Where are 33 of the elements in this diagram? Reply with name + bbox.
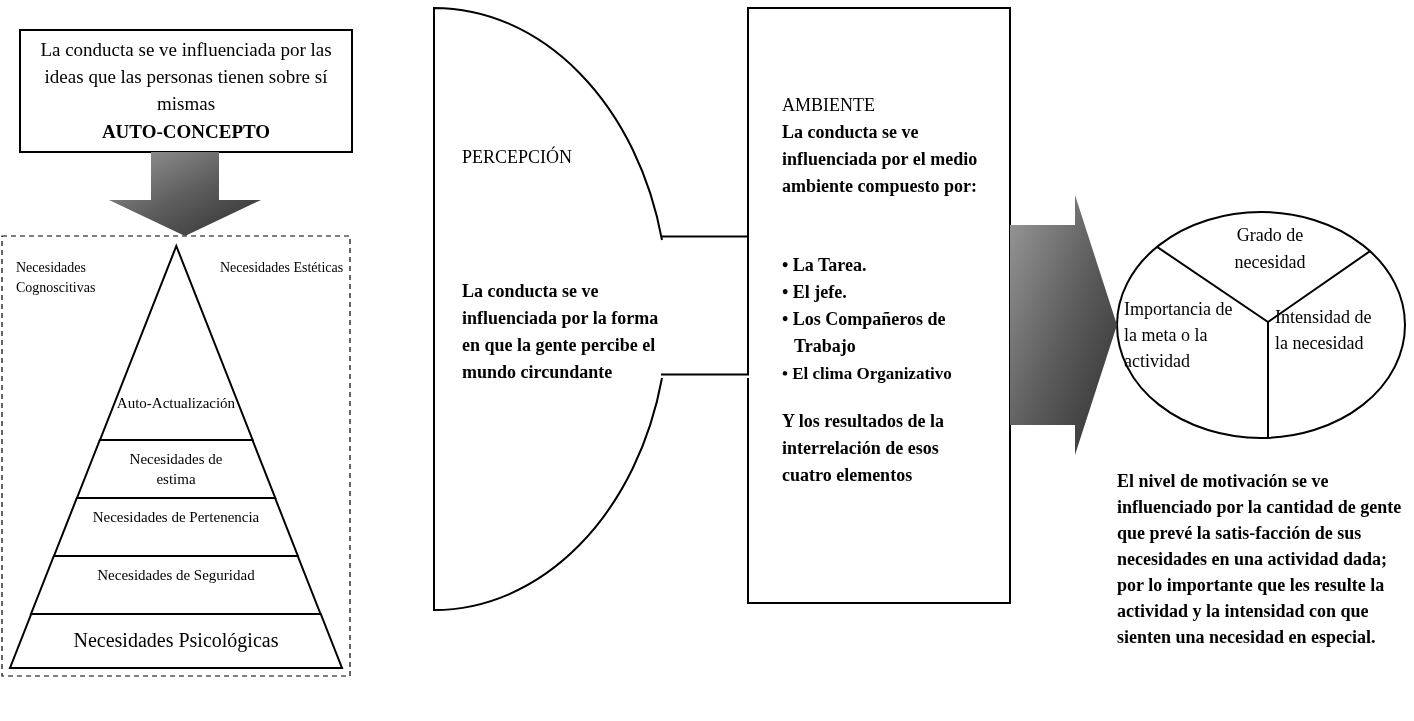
sector-label: Intensidad de la necesidad bbox=[1275, 306, 1373, 355]
block-arrow bbox=[1010, 195, 1117, 455]
level-label: Auto-Actualización bbox=[116, 394, 236, 413]
side-label: Necesidades Cognoscitivas bbox=[16, 259, 97, 297]
body-text: La conducta se ve influenciada por la forma en que la gente percibe el mundo circundante bbox=[462, 280, 660, 384]
caption-text: El nivel de motivación se ve influenciado por la cantidad de gente que prevé la satis-facción de sus necesidades en una actividad dada; por lo importante que les resulte la actividad y la intensidad con que sienten una necesidad en especial. bbox=[1117, 470, 1403, 649]
bullet-item: • El jefe. bbox=[782, 281, 848, 304]
connector-band bbox=[660, 235, 749, 376]
body-text: Y los resultados de la interrelación de esos cuatro elementos bbox=[782, 410, 946, 487]
text-box bbox=[748, 8, 1010, 603]
bullet-item: • Los Compañeros de Trabajo bbox=[782, 308, 947, 358]
pyramid-level bbox=[10, 614, 342, 668]
bullet-item: • El clima Organizativo bbox=[782, 363, 953, 385]
level-label: Necesidades de estima bbox=[128, 450, 224, 489]
dashed-frame bbox=[2, 236, 350, 676]
level-label: Necesidades de Seguridad bbox=[96, 566, 256, 585]
level-label: Necesidades Psicológicas bbox=[72, 628, 280, 652]
text-box bbox=[20, 30, 352, 152]
level-label: Necesidades de Pertenencia bbox=[91, 508, 261, 527]
box-text: La conducta se ve influenciada por las ideas que las personas tienen sobre sí mismas bbox=[39, 38, 333, 116]
body-text: La conducta se ve influenciada por el medio ambiente compuesto por: bbox=[782, 121, 979, 198]
pyramid-level bbox=[54, 498, 298, 556]
pyramid-level bbox=[31, 556, 321, 614]
bullet-item: • La Tarea. bbox=[782, 254, 868, 277]
heading-text: PERCEPCIÓN bbox=[462, 145, 574, 169]
side-label: Necesidades Estéticas bbox=[220, 259, 344, 277]
heading-text: AUTO-CONCEPTO bbox=[100, 120, 272, 144]
heading-text: AMBIENTE bbox=[782, 94, 876, 117]
pyramid-level bbox=[76, 440, 276, 498]
sector-label: Grado de necesidad bbox=[1233, 224, 1307, 274]
sector-label: Importancia de la meta o la actividad bbox=[1124, 298, 1234, 373]
block-arrow bbox=[109, 152, 261, 236]
pie-circle bbox=[1117, 212, 1405, 438]
